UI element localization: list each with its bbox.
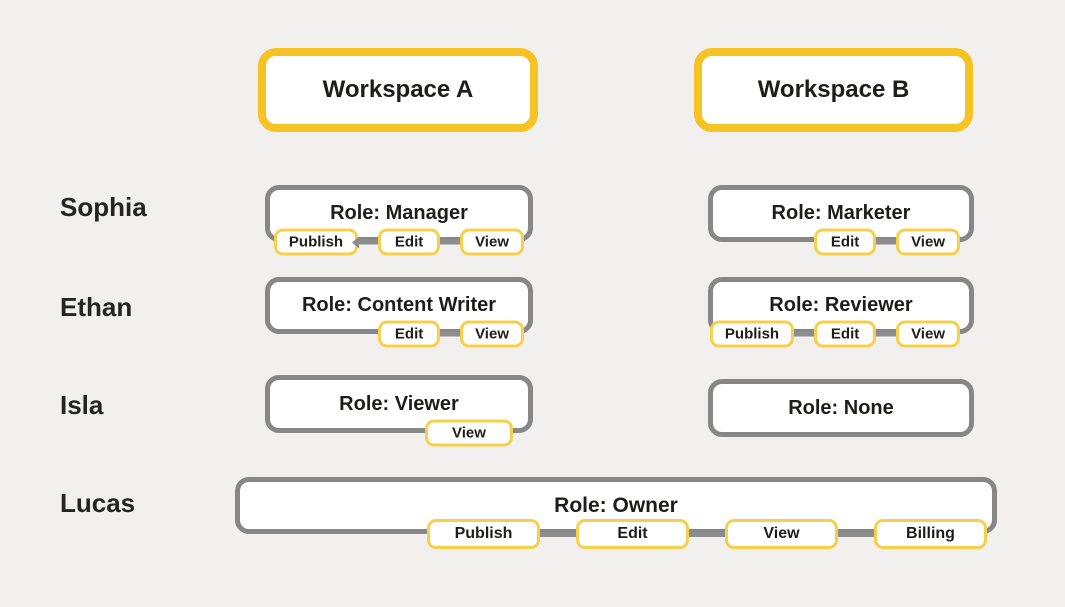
- workspace-b-label: Workspace B: [757, 76, 910, 103]
- permission-tag-view: View: [896, 320, 960, 348]
- permission-tag-edit: Edit: [378, 320, 441, 348]
- member-name-sophia: Sophia: [60, 191, 147, 222]
- role-label: Role: Reviewer: [769, 294, 913, 316]
- permission-tags: View: [425, 419, 513, 447]
- permission-tag-edit: Edit: [814, 320, 877, 348]
- permission-tag-view: View: [425, 419, 513, 447]
- permission-tags: Publish Edit View Billing: [427, 519, 987, 549]
- permission-tag-publish: Publish: [273, 228, 359, 256]
- permission-tag-edit: Edit: [378, 228, 441, 256]
- connector-arrow-left: [352, 236, 379, 248]
- role-card-ethan-workspace-a: Role: Content Writer Edit View: [265, 277, 533, 348]
- permission-tags: Edit View: [814, 228, 960, 256]
- permission-tag-view: View: [896, 228, 960, 256]
- workspace-a-header: Workspace A: [258, 48, 538, 132]
- member-name-ethan: Ethan: [60, 291, 133, 322]
- permission-tag-view: View: [725, 519, 838, 549]
- connector-line: [440, 331, 461, 337]
- role-card-isla-workspace-a: Role: Viewer View: [265, 375, 533, 447]
- role-label: Role: Marketer: [771, 202, 911, 224]
- role-card-isla-workspace-b: Role: None: [708, 379, 974, 437]
- connector-line: [440, 239, 461, 245]
- connector-line: [876, 239, 897, 245]
- permission-tag-edit: Edit: [814, 228, 877, 256]
- permission-tags: Edit View: [378, 320, 524, 348]
- connector-line: [540, 531, 576, 537]
- permission-tags: Publish Edit View: [273, 228, 524, 256]
- role-label: Role: Owner: [554, 493, 678, 517]
- role-card-sophia-workspace-b: Role: Marketer Edit View: [708, 185, 974, 256]
- permission-tag-publish: Publish: [427, 519, 540, 549]
- permission-tag-edit: Edit: [576, 519, 689, 549]
- role-label: Role: None: [788, 396, 894, 419]
- permission-tag-view: View: [460, 228, 524, 256]
- workspace-a-label: Workspace A: [322, 76, 474, 103]
- role-card-lucas-both-workspaces: Role: Owner Publish Edit View Billing: [235, 477, 997, 549]
- connector-line: [876, 331, 897, 337]
- role-label: Role: Content Writer: [301, 294, 497, 316]
- role-label: Role: Manager: [330, 202, 468, 224]
- permission-tag-publish: Publish: [709, 320, 795, 348]
- member-name-lucas: Lucas: [60, 487, 136, 518]
- connector-line: [794, 331, 815, 337]
- permission-tag-view: View: [460, 320, 524, 348]
- role-label: Role: Viewer: [339, 392, 459, 415]
- connector-line: [689, 531, 725, 537]
- permission-tags: Publish Edit View: [709, 320, 960, 348]
- permission-tag-billing: Billing: [874, 519, 987, 549]
- workspace-b-header: Workspace B: [694, 48, 973, 132]
- member-name-isla: Isla: [60, 389, 104, 420]
- role-card-ethan-workspace-b: Role: Reviewer Publish Edit View: [708, 277, 974, 348]
- role-card-sophia-workspace-a: Role: Manager Publish Edit View: [265, 185, 533, 256]
- connector-line: [838, 531, 874, 537]
